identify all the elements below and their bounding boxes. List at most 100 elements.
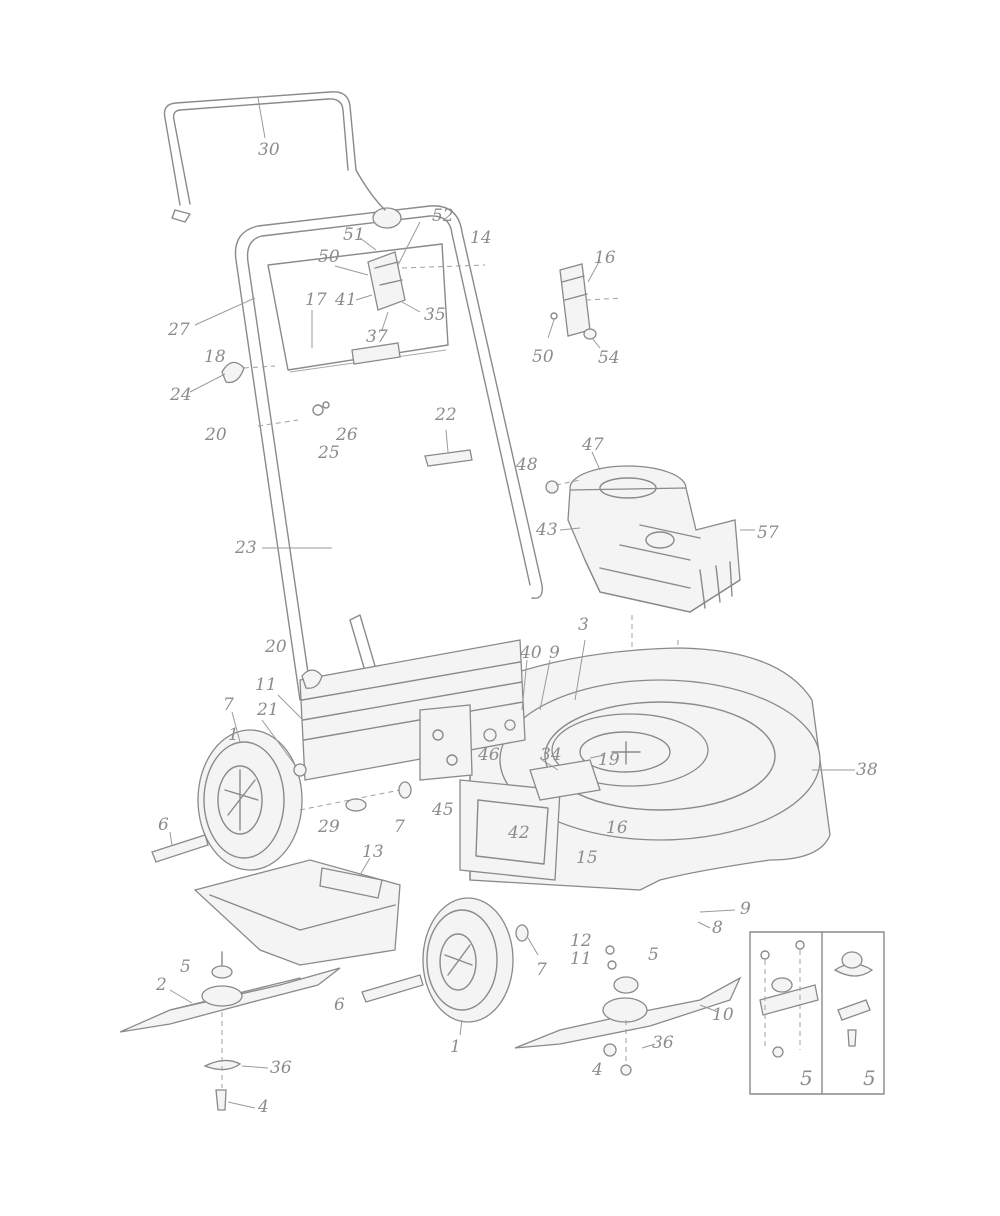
callout: 19 (598, 750, 620, 770)
throttle-control-assembly (351, 169, 406, 365)
leader-52 (397, 221, 421, 266)
leader-14 (401, 264, 486, 269)
front-wheel (361, 897, 529, 1023)
callout: 13 (362, 842, 384, 862)
callout: 36 (652, 1033, 674, 1053)
mower-deck (459, 647, 831, 891)
leader-9 (699, 909, 736, 913)
leader-1a (231, 711, 241, 743)
callout: 3 (578, 615, 589, 635)
callout: 47 (581, 435, 604, 455)
callout: 29 (317, 817, 340, 837)
callout: 35 (424, 305, 446, 325)
callout: 7 (223, 695, 234, 715)
upper-handle (163, 91, 357, 223)
callout: 20 (264, 637, 287, 657)
callout: 10 (712, 1005, 734, 1025)
leader-11a (521, 659, 528, 711)
callout: 41 (334, 290, 357, 310)
leader-34 (541, 759, 559, 771)
engine (545, 465, 741, 613)
leader-36b (641, 1043, 656, 1049)
callout: 4 (257, 1097, 269, 1117)
right-blade-assembly (514, 945, 742, 1076)
axle-bracket (419, 704, 516, 781)
callout: 43 (535, 520, 558, 540)
leader-37 (381, 311, 389, 331)
callout: 46 (477, 745, 500, 765)
callout: 20 (204, 425, 227, 445)
leader-4a (227, 1101, 256, 1109)
throttle-control-detail (550, 263, 597, 340)
callout: 50 (532, 347, 554, 367)
callout: 26 (335, 425, 358, 445)
leader-50b (547, 319, 555, 339)
leader-7a (261, 719, 296, 766)
leader-2 (169, 989, 193, 1004)
callout: 6 (334, 995, 345, 1015)
leader-51 (359, 237, 377, 251)
leader-27 (194, 297, 256, 326)
callout: 37 (366, 327, 388, 347)
callout: 8 (712, 918, 723, 938)
blade-adapter-inset (749, 931, 885, 1095)
callout: 54 (598, 348, 620, 368)
leader-47 (591, 451, 601, 471)
callout: 11 (570, 949, 592, 969)
callout: 16 (594, 248, 616, 268)
callout: 36 (270, 1058, 292, 1078)
leader-3 (574, 639, 586, 701)
rear-wheel (151, 729, 412, 871)
leader-21 (277, 694, 304, 721)
callout: 14 (470, 228, 492, 248)
callout: 6 (158, 815, 169, 835)
leader-50 (334, 265, 369, 276)
leader-54 (591, 337, 601, 349)
callout: 1 (450, 1037, 461, 1057)
callout: 15 (576, 848, 598, 868)
callout: 42 (507, 823, 530, 843)
leader-30 (257, 97, 266, 139)
callout: 18 (204, 347, 226, 367)
callout: 5 (648, 945, 659, 965)
callout: 4 (591, 1060, 603, 1080)
callout: 40 (519, 643, 542, 663)
leader-19 (589, 754, 606, 759)
leader-36a (241, 1065, 269, 1069)
callout: 45 (431, 800, 454, 820)
callout: 27 (167, 320, 190, 340)
callout: 17 (305, 290, 327, 310)
callout: 57 (757, 523, 779, 543)
callout: 50 (318, 247, 340, 267)
callout: 30 (258, 140, 280, 160)
callout: 16 (606, 818, 628, 838)
callout: 21 (256, 700, 279, 720)
callout: 1 (228, 725, 239, 745)
callout: 38 (856, 760, 878, 780)
callout: 24 (169, 385, 192, 405)
leader-8 (697, 921, 711, 929)
callout: 22 (434, 405, 457, 425)
handle-knob-hardware (221, 361, 473, 467)
discharge-chute (193, 859, 401, 966)
leader-16 (585, 297, 623, 301)
callout: 11 (255, 675, 277, 695)
callout: 51 (343, 225, 365, 245)
leader-35 (401, 301, 421, 313)
callout: 9 (740, 899, 751, 919)
callout: 5 (863, 1066, 876, 1090)
leader-7b (527, 937, 539, 956)
callout-labels: 30 52 51 14 50 16 17 41 37 35 50 54 27 1… (155, 140, 878, 1117)
leader-6a (169, 831, 173, 847)
callout: 52 (432, 206, 454, 226)
leader-2b (699, 1004, 719, 1013)
callout: 48 (515, 455, 538, 475)
leader-41 (355, 294, 373, 301)
leader-22 (445, 429, 449, 453)
left-blade-assembly (119, 951, 341, 1111)
callout: 7 (394, 817, 405, 837)
callout: 23 (234, 538, 257, 558)
callout: 5 (180, 957, 191, 977)
callout: 9 (549, 643, 560, 663)
